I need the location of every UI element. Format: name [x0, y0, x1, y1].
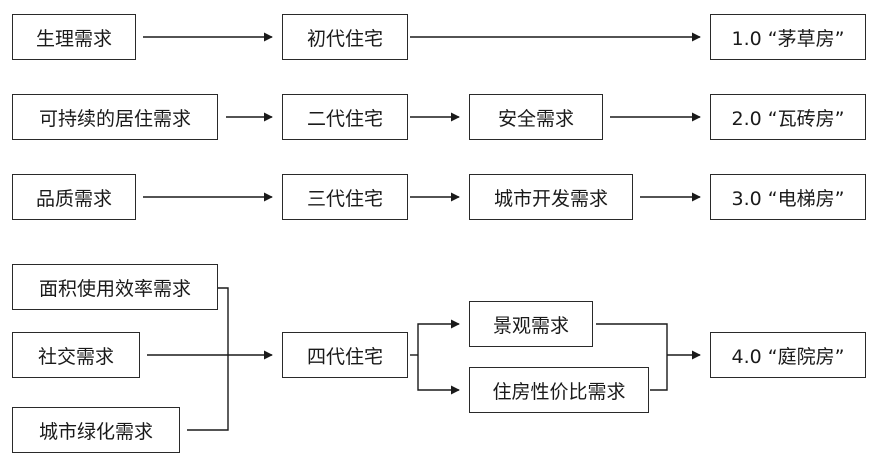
house-3-0: 3.0 “电梯房”: [710, 174, 866, 220]
need-urban-greening: 城市绿化需求: [12, 407, 180, 453]
gen1-housing: 初代住宅: [282, 14, 408, 60]
arrow-gen4-to-landscape: [417, 319, 460, 355]
merge-bracket: [187, 287, 229, 431]
gen2-housing: 二代住宅: [282, 94, 408, 140]
gen3-housing: 三代住宅: [282, 174, 408, 220]
need-area-efficiency: 面积使用效率需求: [12, 264, 218, 310]
need-sustainable-living: 可持续的居住需求: [12, 94, 218, 140]
need-physiological: 生理需求: [12, 14, 136, 60]
join-landscape: [596, 323, 668, 355]
need-cost-performance: 住房性价比需求: [469, 367, 649, 413]
need-landscape: 景观需求: [469, 301, 593, 347]
need-quality: 品质需求: [12, 174, 136, 220]
need-safety: 安全需求: [469, 94, 603, 140]
join-costperf: [650, 355, 668, 391]
house-1-0: 1.0 “茅草房”: [710, 14, 866, 60]
need-social: 社交需求: [12, 332, 140, 378]
need-urban-development: 城市开发需求: [469, 174, 633, 220]
house-2-0: 2.0 “瓦砖房”: [710, 94, 866, 140]
gen4-housing: 四代住宅: [282, 332, 408, 378]
house-4-0: 4.0 “庭院房”: [710, 332, 866, 378]
arrow-gen4-to-costperf: [417, 355, 460, 395]
